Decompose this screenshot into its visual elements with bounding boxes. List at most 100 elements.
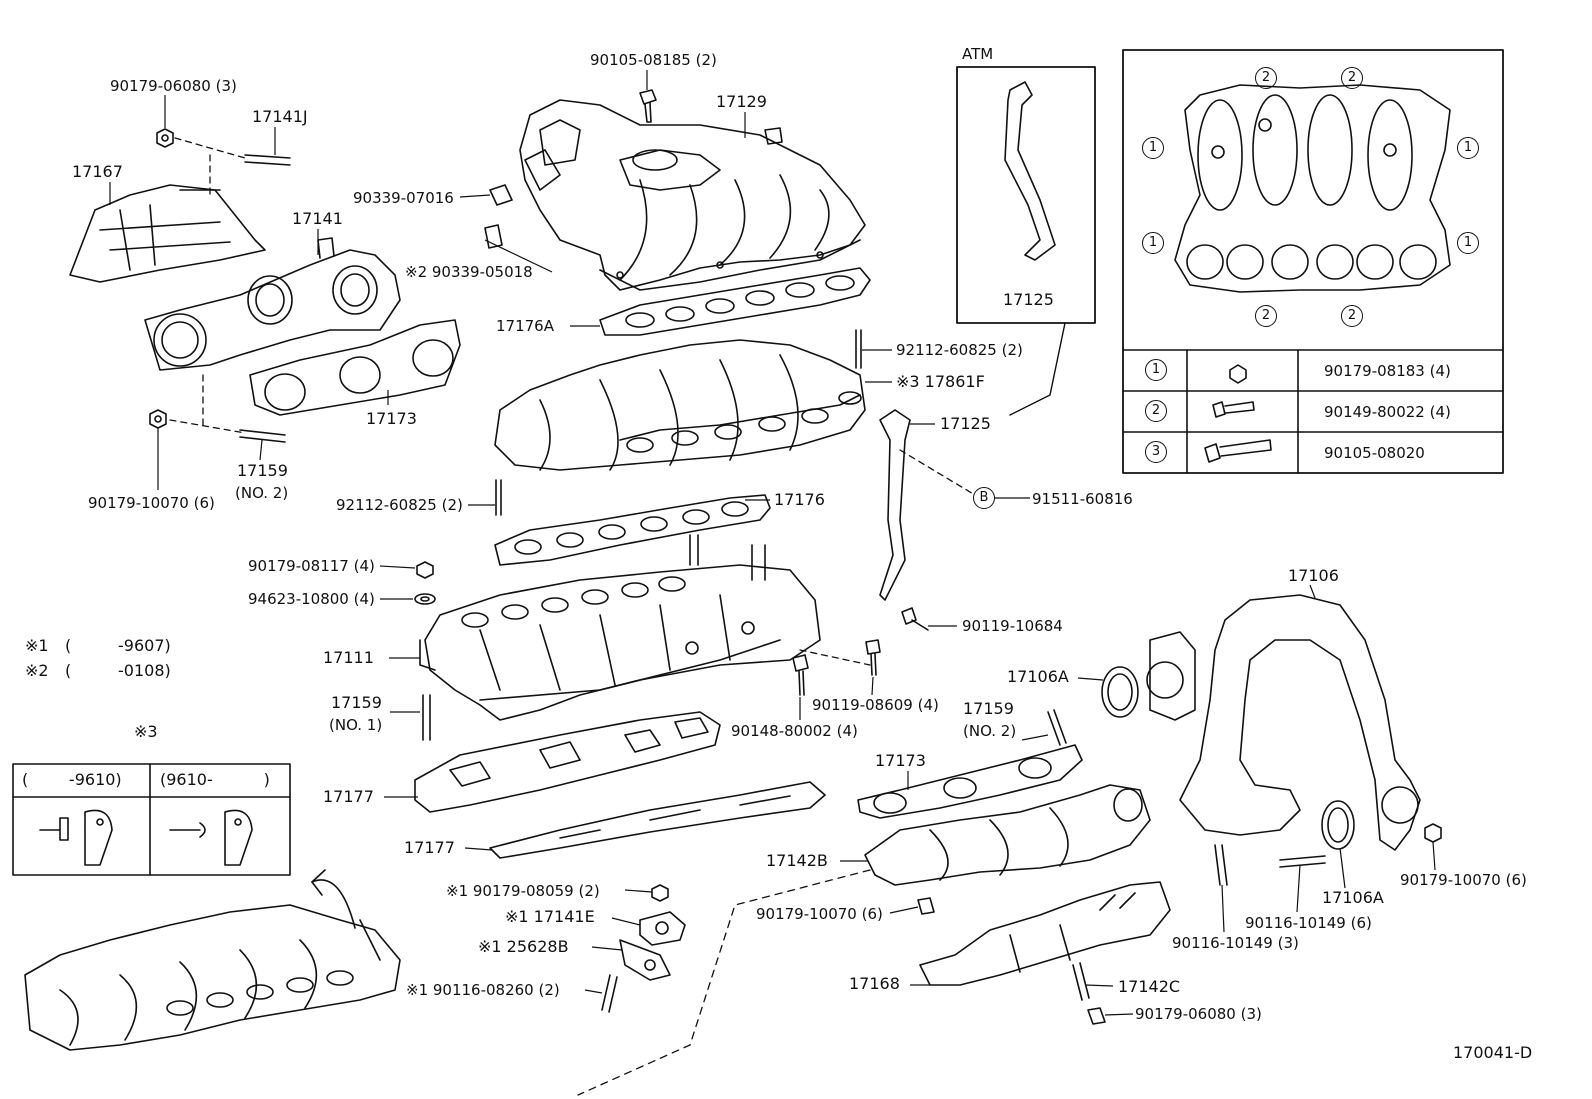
label-guide-17125: 17125 (940, 414, 991, 433)
label-gasket-17177-b: 17177 (404, 838, 455, 857)
label-hose-90339-07016: 90339-07016 (353, 189, 454, 207)
variant-header-old: ( -9610) (22, 770, 122, 789)
label-bolt-90119-08609: 90119-08609 (4) (812, 696, 939, 714)
gasket-17176A (599, 267, 871, 336)
exhaust-gasket-17173-right (857, 744, 1083, 819)
legend-row-2-index: 2 (1145, 400, 1167, 422)
legend-row-1-index: 1 (1145, 359, 1167, 381)
label-gasket-17176: 17176 (774, 490, 825, 509)
label-manifold-17141: 17141 (292, 209, 343, 228)
label-stud-90116-10149-6: 90116-10149 (6) (1245, 914, 1372, 932)
label-stud-17159-no1: 17159 (331, 693, 382, 712)
gasket-17177-upper (414, 711, 721, 813)
stud-92112-60825-lower (495, 479, 502, 516)
note-1-mark: ※1 (25, 636, 49, 655)
label-crossover-17106: 17106 (1288, 566, 1339, 585)
legend-row-1-part: 90179-08183 (4) (1324, 362, 1451, 380)
note-1-open: ( (65, 636, 72, 655)
label-gasket-17177-a: 17177 (323, 787, 374, 806)
stud-92112-60825-upper (855, 329, 862, 369)
label-insulator-17168: 17168 (849, 974, 900, 993)
label-stud-92112-upper: 92112-60825 (2) (896, 341, 1023, 359)
note-2-range: -0108) (118, 661, 171, 680)
variant-table (12, 763, 291, 876)
legend-callout: 1 (1457, 232, 1479, 254)
label-bolt-90119-10684: 90119-10684 (962, 617, 1063, 635)
gasket-17177-lower (489, 781, 826, 859)
bolt-90105-08185 (639, 89, 657, 123)
label-nut-90179-08117: 90179-08117 (4) (248, 557, 375, 575)
diagram-id: 170041-D (1453, 1043, 1533, 1062)
label-bolt-91511-60816: 91511-60816 (1032, 490, 1133, 508)
nut-90179-06080-right (1087, 1007, 1106, 1025)
bolt-90119-10684 (901, 607, 929, 631)
stud-90116-08260 (601, 974, 618, 1013)
legend-callout: 1 (1457, 137, 1479, 159)
label-stud-17159: 17159 (237, 461, 288, 480)
washer-94623-10800 (414, 593, 436, 605)
legend-callout: 2 (1255, 305, 1277, 327)
label-nut-90179-06080-right: 90179-06080 (3) (1135, 1005, 1262, 1023)
legend-callout: 2 (1341, 305, 1363, 327)
ring-17106A-upper (1101, 666, 1139, 718)
stud-90116-10149-6 (1279, 855, 1326, 868)
gasket-17141E (639, 911, 686, 946)
label-ring-17106A-upper: 17106A (1007, 667, 1069, 686)
exhaust-manifold-17142B (864, 784, 1151, 886)
dipstick-guide-17125 (879, 409, 911, 601)
variant-mark: ※3 (134, 722, 158, 741)
exhaust-gasket-17173 (249, 319, 461, 416)
label-stud-92112-lower: 92112-60825 (2) (336, 496, 463, 514)
bolt-90119-08609 (865, 639, 881, 676)
label-no1: (NO. 1) (329, 716, 383, 734)
label-nut-90179-10070: 90179-10070 (6) (88, 494, 215, 512)
nut-90179-10070-mid (917, 897, 935, 915)
note-2-open: ( (65, 661, 72, 680)
legend-row-3-part: 90105-08020 (1324, 444, 1425, 462)
label-nut-90179-10070-right: 90179-10070 (6) (1400, 871, 1527, 889)
ring-17106A-lower (1321, 800, 1355, 850)
label-hose-90339-05018: ※2 90339-05018 (405, 263, 533, 281)
label-gasket-17176A: 17176A (496, 317, 554, 335)
gasket-17176 (494, 494, 771, 566)
label-nut-90179-08059: ※1 90179-08059 (2) (446, 882, 600, 900)
stud-17159-no2-left (239, 429, 286, 443)
note-2-mark: ※2 (25, 661, 49, 680)
note-1-range: -9607) (118, 636, 171, 655)
stud-17159-no1 (422, 694, 431, 741)
label-stud-90116-10149-3: 90116-10149 (3) (1172, 934, 1299, 952)
label-bolt-90148-80002: 90148-80002 (4) (731, 722, 858, 740)
intake-runner-view (24, 904, 401, 1051)
rotate-arrow (311, 869, 356, 929)
nut-90179-06080-left (156, 128, 174, 148)
label-gasket-17173: 17173 (366, 409, 417, 428)
label-insulator-17167: 17167 (72, 162, 123, 181)
label-stud-17159-right: 17159 (963, 699, 1014, 718)
hose-90339-07016 (489, 184, 513, 206)
plate-25628B (619, 939, 671, 981)
heat-insulator-17168 (919, 881, 1171, 986)
nut-90179-10070-left (149, 409, 167, 429)
label-gasket-17173-right: 17173 (875, 751, 926, 770)
label-runner-17861F: ※3 17861F (896, 372, 985, 391)
nut-90179-08117 (416, 561, 434, 579)
label-nut-90179-06080: 90179-06080 (3) (110, 77, 237, 95)
stud-17141J (244, 154, 291, 166)
label-stud-17141J: 17141J (252, 107, 308, 126)
label-bolt-90105-08185: 90105-08185 (2) (590, 51, 717, 69)
variant-header-new: (9610- ) (160, 770, 270, 789)
label-no2-right: (NO. 2) (963, 722, 1017, 740)
upper-intake-plenum (519, 99, 866, 291)
label-manifold-17142B: 17142B (766, 851, 828, 870)
exhaust-crossover-17106 (1146, 594, 1421, 851)
label-nut-90179-10070-mid: 90179-10070 (6) (756, 905, 883, 923)
atm-dipstick-guide (1004, 81, 1056, 261)
intake-runner-assembly (494, 339, 866, 471)
legend-callout: 1 (1142, 137, 1164, 159)
label-plenum-17129: 17129 (716, 92, 767, 111)
label-plate-25628B: ※1 25628B (478, 937, 569, 956)
label-stud-17142C: 17142C (1118, 977, 1181, 996)
stud-90116-10149-3 (1214, 844, 1228, 886)
label-no2-left: (NO. 2) (235, 484, 289, 502)
